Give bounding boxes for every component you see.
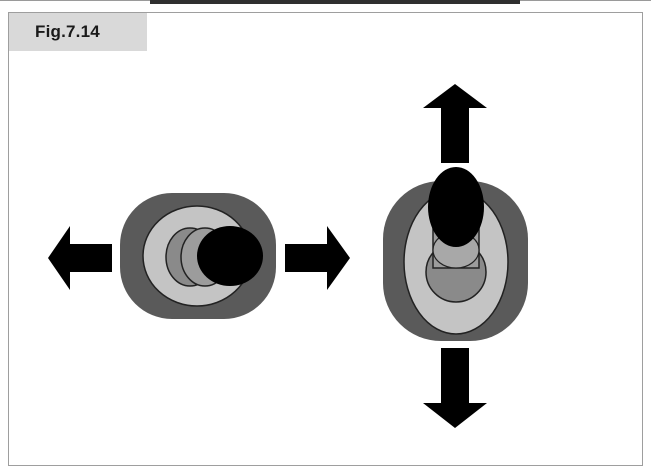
joystick-horizontal-icon [120,193,276,319]
right-arrow-icon [285,226,350,290]
joystick-vertical-icon [383,167,528,341]
left-arrow-icon [48,226,112,290]
down-arrow-icon [423,348,487,428]
up-arrow-icon [423,84,487,163]
knob [428,167,484,247]
knob [197,226,263,286]
